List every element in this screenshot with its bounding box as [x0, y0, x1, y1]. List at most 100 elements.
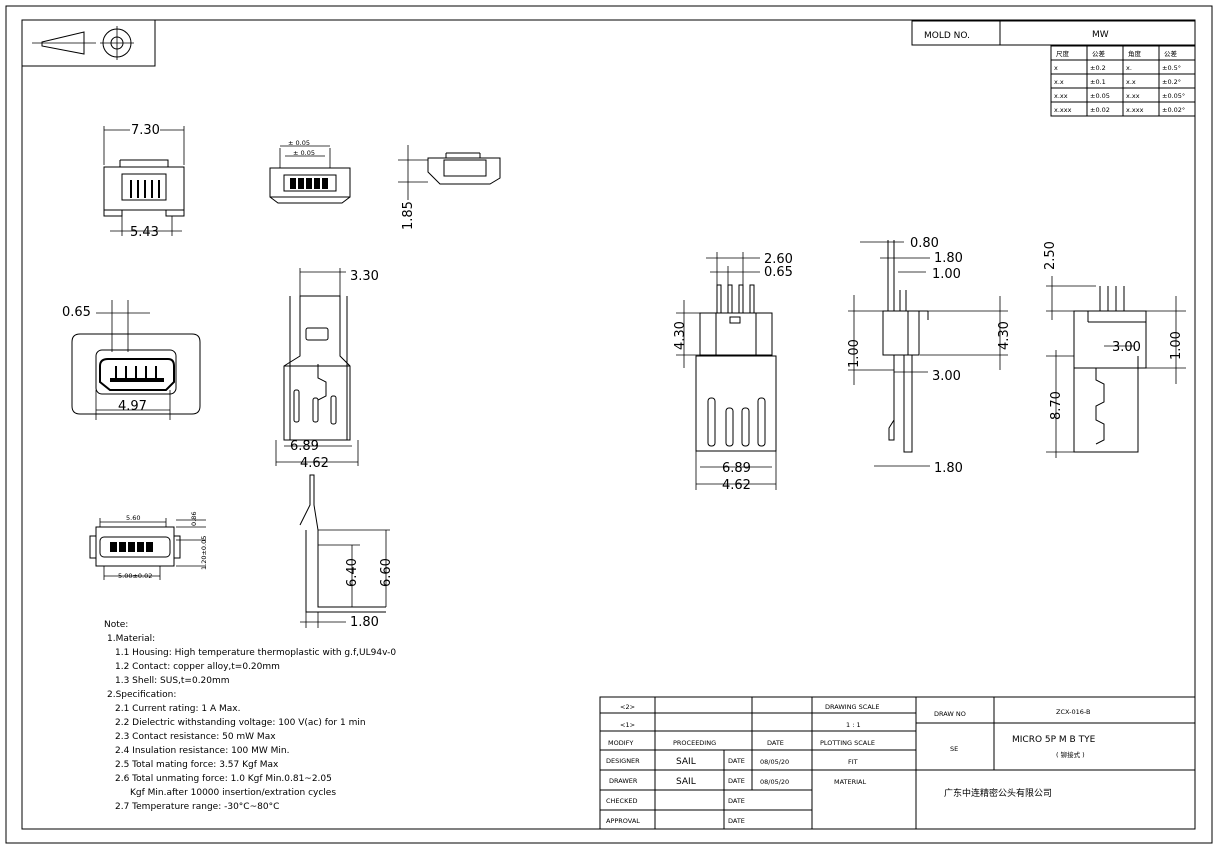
proceeding-label: PROCEEDING [673, 739, 716, 747]
approval-date-label: DATE [728, 817, 745, 825]
note-line: 1.2 Contact: copper alloy,t=0.20mm [115, 662, 280, 672]
tol-cell: x [1054, 64, 1058, 72]
note-line: 2.7 Temperature range: -30°C~80°C [115, 802, 279, 812]
view-front-large: 0.65 4.97 [62, 300, 201, 420]
dim-lower-h1: 6.40 [345, 558, 360, 587]
mold-value: MW [1092, 30, 1109, 40]
note-line: 1.Material: [107, 634, 155, 644]
tol-cell: ±0.2° [1162, 78, 1181, 86]
tol-cell: x.xxx [1054, 106, 1072, 114]
small-top-tol-label: ± 0.05 [288, 139, 310, 147]
note-line: 2.5 Total mating force: 3.57 Kgf Max [115, 760, 279, 770]
note-line: 2.6 Total unmating force: 1.0 Kgf Min.0.… [115, 774, 332, 784]
title-block: <2> <1> MODIFY PROCEEDING DATE DESIGNER … [599, 696, 1196, 830]
dim-r-c-870: 8.70 [1049, 391, 1064, 420]
designer-date: 08/05/20 [760, 758, 789, 766]
dim-lower-w: 1.80 [350, 615, 379, 630]
date-header: DATE [767, 739, 784, 747]
drawer-date-label: DATE [728, 777, 745, 785]
checked-date-label: DATE [728, 797, 745, 805]
note-line: 2.1 Current rating: 1 A Max. [115, 704, 240, 714]
dim-r-b-180: 1.80 [934, 251, 963, 266]
projection-symbol-icon [21, 19, 156, 67]
note-line: 2.2 Dielectric withstanding voltage: 100… [115, 718, 366, 728]
drawer-date: 08/05/20 [760, 778, 789, 786]
view-right-b: 0.80 1.80 1.00 1.00 4.30 3.00 1.80 [847, 236, 1012, 476]
drawer-label: DRAWER [609, 777, 638, 785]
tol-cell: x. [1126, 64, 1132, 72]
tol-cell: ±0.02° [1162, 106, 1185, 114]
dim-side-height: 1.85 [401, 201, 416, 230]
rev-1-label: <1> [620, 721, 635, 729]
dim-front-width: 4.97 [118, 399, 147, 414]
tol-header-0: 尺度 [1056, 49, 1070, 58]
tol-cell: ±0.2 [1090, 64, 1106, 72]
tol-cell: x.x [1126, 78, 1136, 86]
product-subtitle: ( 铆接式 ) [1056, 750, 1085, 759]
note-line: Note: [104, 620, 128, 630]
approval-label: APPROVAL [606, 817, 640, 825]
tol-cell: x.xxx [1126, 106, 1144, 114]
dim-front-left: 0.65 [62, 305, 91, 320]
note-line: 1.3 Shell: SUS,t=0.20mm [115, 676, 230, 686]
tol-cell: ±0.05 [1090, 92, 1110, 100]
dim-r-b-180-bottom: 1.80 [934, 461, 963, 476]
tol-header-3: 公差 [1164, 49, 1178, 58]
note-line: 1.1 Housing: High temperature thermoplas… [115, 648, 396, 658]
draw-no-label: DRAW NO [934, 710, 966, 718]
view-small-front: 5.60 0.86 1.20±0.05 5.00±0.02 [89, 512, 208, 580]
dim-r-a-065: 0.65 [764, 265, 793, 280]
tol-cell: x.x [1054, 78, 1064, 86]
designer-date-label: DATE [728, 757, 745, 765]
outer-border [5, 5, 1213, 844]
view-side-small: 1.85 [398, 145, 501, 230]
view-top-small: ± 0.05 ± 0.05 [269, 139, 351, 204]
plotting-scale-label: PLOTTING SCALE [820, 739, 875, 747]
dim-r-c-100: 1.00 [1169, 331, 1184, 360]
tolerance-table: 尺度 公差 角度 公差 x ±0.2 x. ±0.5° x.x ±0.1 x.x… [1050, 45, 1196, 117]
designer-label: DESIGNER [606, 757, 640, 765]
view-shell-profile: 6.40 6.60 1.80 [299, 474, 394, 630]
tol-cell: ±0.05° [1162, 92, 1185, 100]
dim-r-b-100-left: 1.00 [847, 339, 862, 368]
mold-label: MOLD NO. [924, 31, 970, 41]
drawing-scale-label: DRAWING SCALE [825, 703, 880, 711]
note-line: Kgf Min.after 10000 insertion/extration … [130, 788, 336, 798]
tol-cell: ±0.1 [1090, 78, 1106, 86]
company-name: 广东中连精密公头有限公司 [944, 787, 1052, 799]
se-label: SE [950, 745, 958, 753]
dim-mid-w2: 4.62 [300, 456, 329, 471]
small-top-tol-label-2: ± 0.05 [293, 149, 315, 157]
note-line: 2.4 Insulation resistance: 100 MW Min. [115, 746, 289, 756]
dim-r-a-462: 4.62 [722, 478, 751, 493]
notes-block: Note: 1.Material: 1.1 Housing: High temp… [104, 620, 396, 812]
dim-r-c-300: 3.00 [1112, 340, 1141, 355]
dim-top-width: 7.30 [131, 123, 160, 138]
tol-header-2: 角度 [1128, 49, 1142, 58]
dim-small-right: 1.20±0.05 [200, 536, 208, 570]
product-title: MICRO 5P M B TYE [1012, 735, 1096, 745]
dim-r-a-689: 6.89 [722, 461, 751, 476]
dim-mid-w1: 6.89 [290, 439, 319, 454]
dim-r-a-260: 2.60 [764, 252, 793, 267]
dim-top-base: 5.43 [130, 225, 159, 240]
tol-cell: x.xx [1054, 92, 1068, 100]
rev-2-label: <2> [620, 703, 635, 711]
tol-cell: x.xx [1126, 92, 1140, 100]
dim-mid-top: 3.30 [350, 269, 379, 284]
view-plug-side: 3.30 6.89 4.62 [275, 268, 379, 471]
tol-header-1: 公差 [1092, 49, 1106, 58]
checked-label: CHECKED [606, 797, 637, 805]
tol-cell: ±0.5° [1162, 64, 1181, 72]
dim-r-c-250: 2.50 [1043, 241, 1058, 270]
note-line: 2.3 Contact resistance: 50 mW Max [115, 732, 276, 742]
fit-label: FIT [848, 758, 858, 766]
dim-r-a-430: 4.30 [673, 321, 688, 350]
tol-cell: ±0.02 [1090, 106, 1110, 114]
view-right-c: 2.50 3.00 1.00 8.70 [1043, 241, 1186, 458]
view-right-a: 2.60 0.65 4.30 6.89 4.62 [673, 252, 793, 493]
dim-small-bottom: 5.00±0.02 [118, 572, 152, 580]
dim-r-b-300: 3.00 [932, 369, 961, 384]
